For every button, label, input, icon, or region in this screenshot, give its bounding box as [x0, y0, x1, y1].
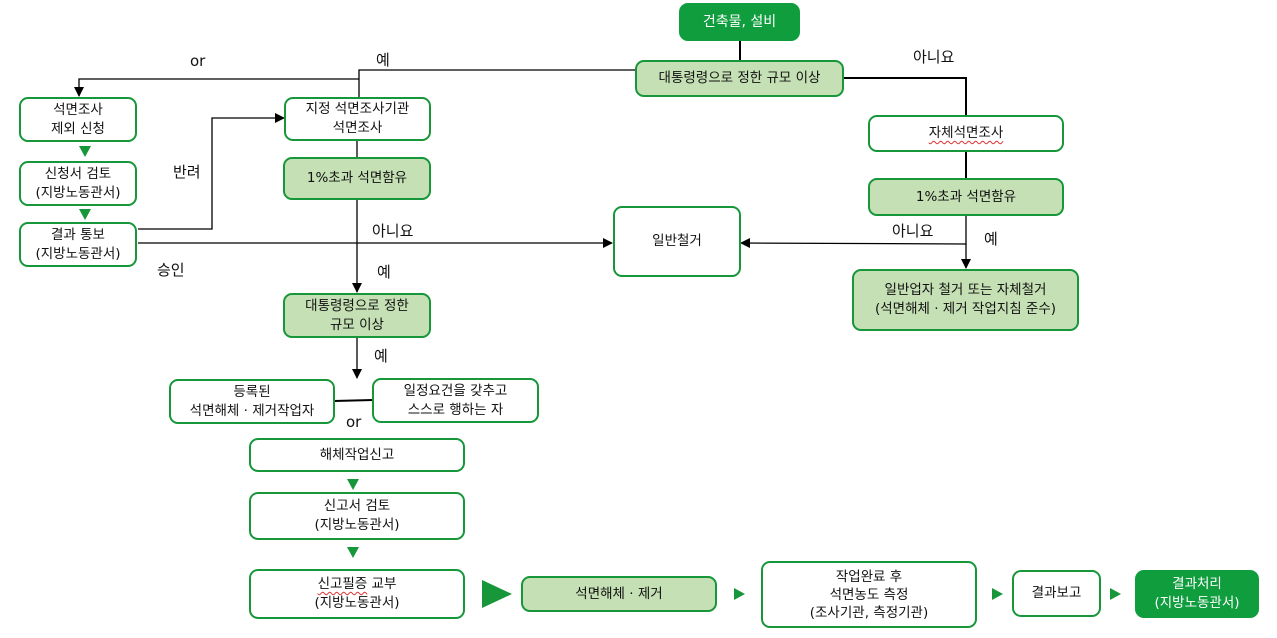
node-application-review: 신청서 검토 (지방노동관서) [19, 161, 137, 206]
node-decision-top: 대통령령으로 정한 규모 이상 [635, 60, 844, 97]
down-arrow-icon [79, 209, 91, 220]
node-result-report: 결과보고 [1012, 570, 1101, 617]
node-demolition-report: 해체작업신고 [249, 438, 465, 472]
node-asbestos-content-left: 1%초과 석면함유 [283, 157, 431, 200]
down-arrow-icon [347, 547, 359, 558]
connector-yes-top [358, 69, 636, 98]
node-asbestos-content-right: 1%초과 석면함유 [868, 178, 1064, 216]
label-rejected: 반려 [173, 163, 201, 181]
label-yes-mid: 예 [374, 347, 388, 365]
label-yes-right: 예 [984, 230, 998, 248]
label-yes-left: 예 [377, 263, 391, 281]
node-designated-survey: 지정 석면조사기관 석면조사 [284, 97, 431, 141]
node-self-performer: 일정요건을 갖추고 스스로 행하는 자 [372, 378, 539, 423]
node-measurement: 작업완료 후 석면농도 측정 (조사기관, 측정기관) [761, 561, 977, 628]
label-no-right: 아니요 [892, 222, 934, 240]
node-exemption-request: 석면조사 제외 신청 [19, 97, 137, 142]
connector-rejected [138, 113, 285, 230]
label-no-top: 아니요 [913, 48, 955, 66]
right-arrow-icon [1110, 588, 1121, 600]
node-report-review: 신고서 검토 (지방노동관서) [249, 492, 465, 540]
node-result-processing: 결과처리 (지방노동관서) [1135, 570, 1259, 618]
down-arrow-icon [79, 146, 91, 157]
node-removal: 석면해체 · 제거 [521, 576, 717, 612]
label-approved: 승인 [157, 261, 185, 279]
right-arrow-icon [734, 588, 745, 600]
certificate-issue-line1: 신고필증 교부 [317, 576, 397, 592]
node-registered-contractor: 등록된 석면해체 · 제거작업자 [169, 379, 335, 424]
self-survey-text: 자체석면조사 [928, 125, 1004, 141]
node-result-notice: 결과 통보 (지방노동관서) [19, 222, 137, 267]
certificate-issue-line2: (지방노동관서) [314, 595, 400, 611]
node-start: 건축물, 설비 [679, 3, 800, 41]
node-decision-mid: 대통령령으로 정한 규모 이상 [283, 293, 431, 338]
connector-or-mid [333, 399, 374, 402]
node-general-demolition: 일반철거 [613, 206, 741, 277]
down-arrow-icon [347, 479, 359, 490]
label-or-mid: or [346, 413, 362, 431]
connector-no-top [843, 77, 967, 116]
node-certificate-issue: 신고필증 교부 (지방노동관서) [249, 569, 465, 619]
right-arrow-icon [482, 580, 512, 608]
node-general-contractor: 일반업자 철거 또는 자체철거 (석면해체 · 제거 작업지침 준수) [852, 269, 1079, 331]
label-yes-top: 예 [376, 51, 390, 69]
connector-or-exemption [74, 78, 359, 97]
label-or-top: or [190, 52, 206, 70]
right-arrow-icon [992, 588, 1003, 600]
node-self-survey: 자체석면조사 [868, 115, 1064, 152]
label-no-left: 아니요 [372, 222, 414, 240]
